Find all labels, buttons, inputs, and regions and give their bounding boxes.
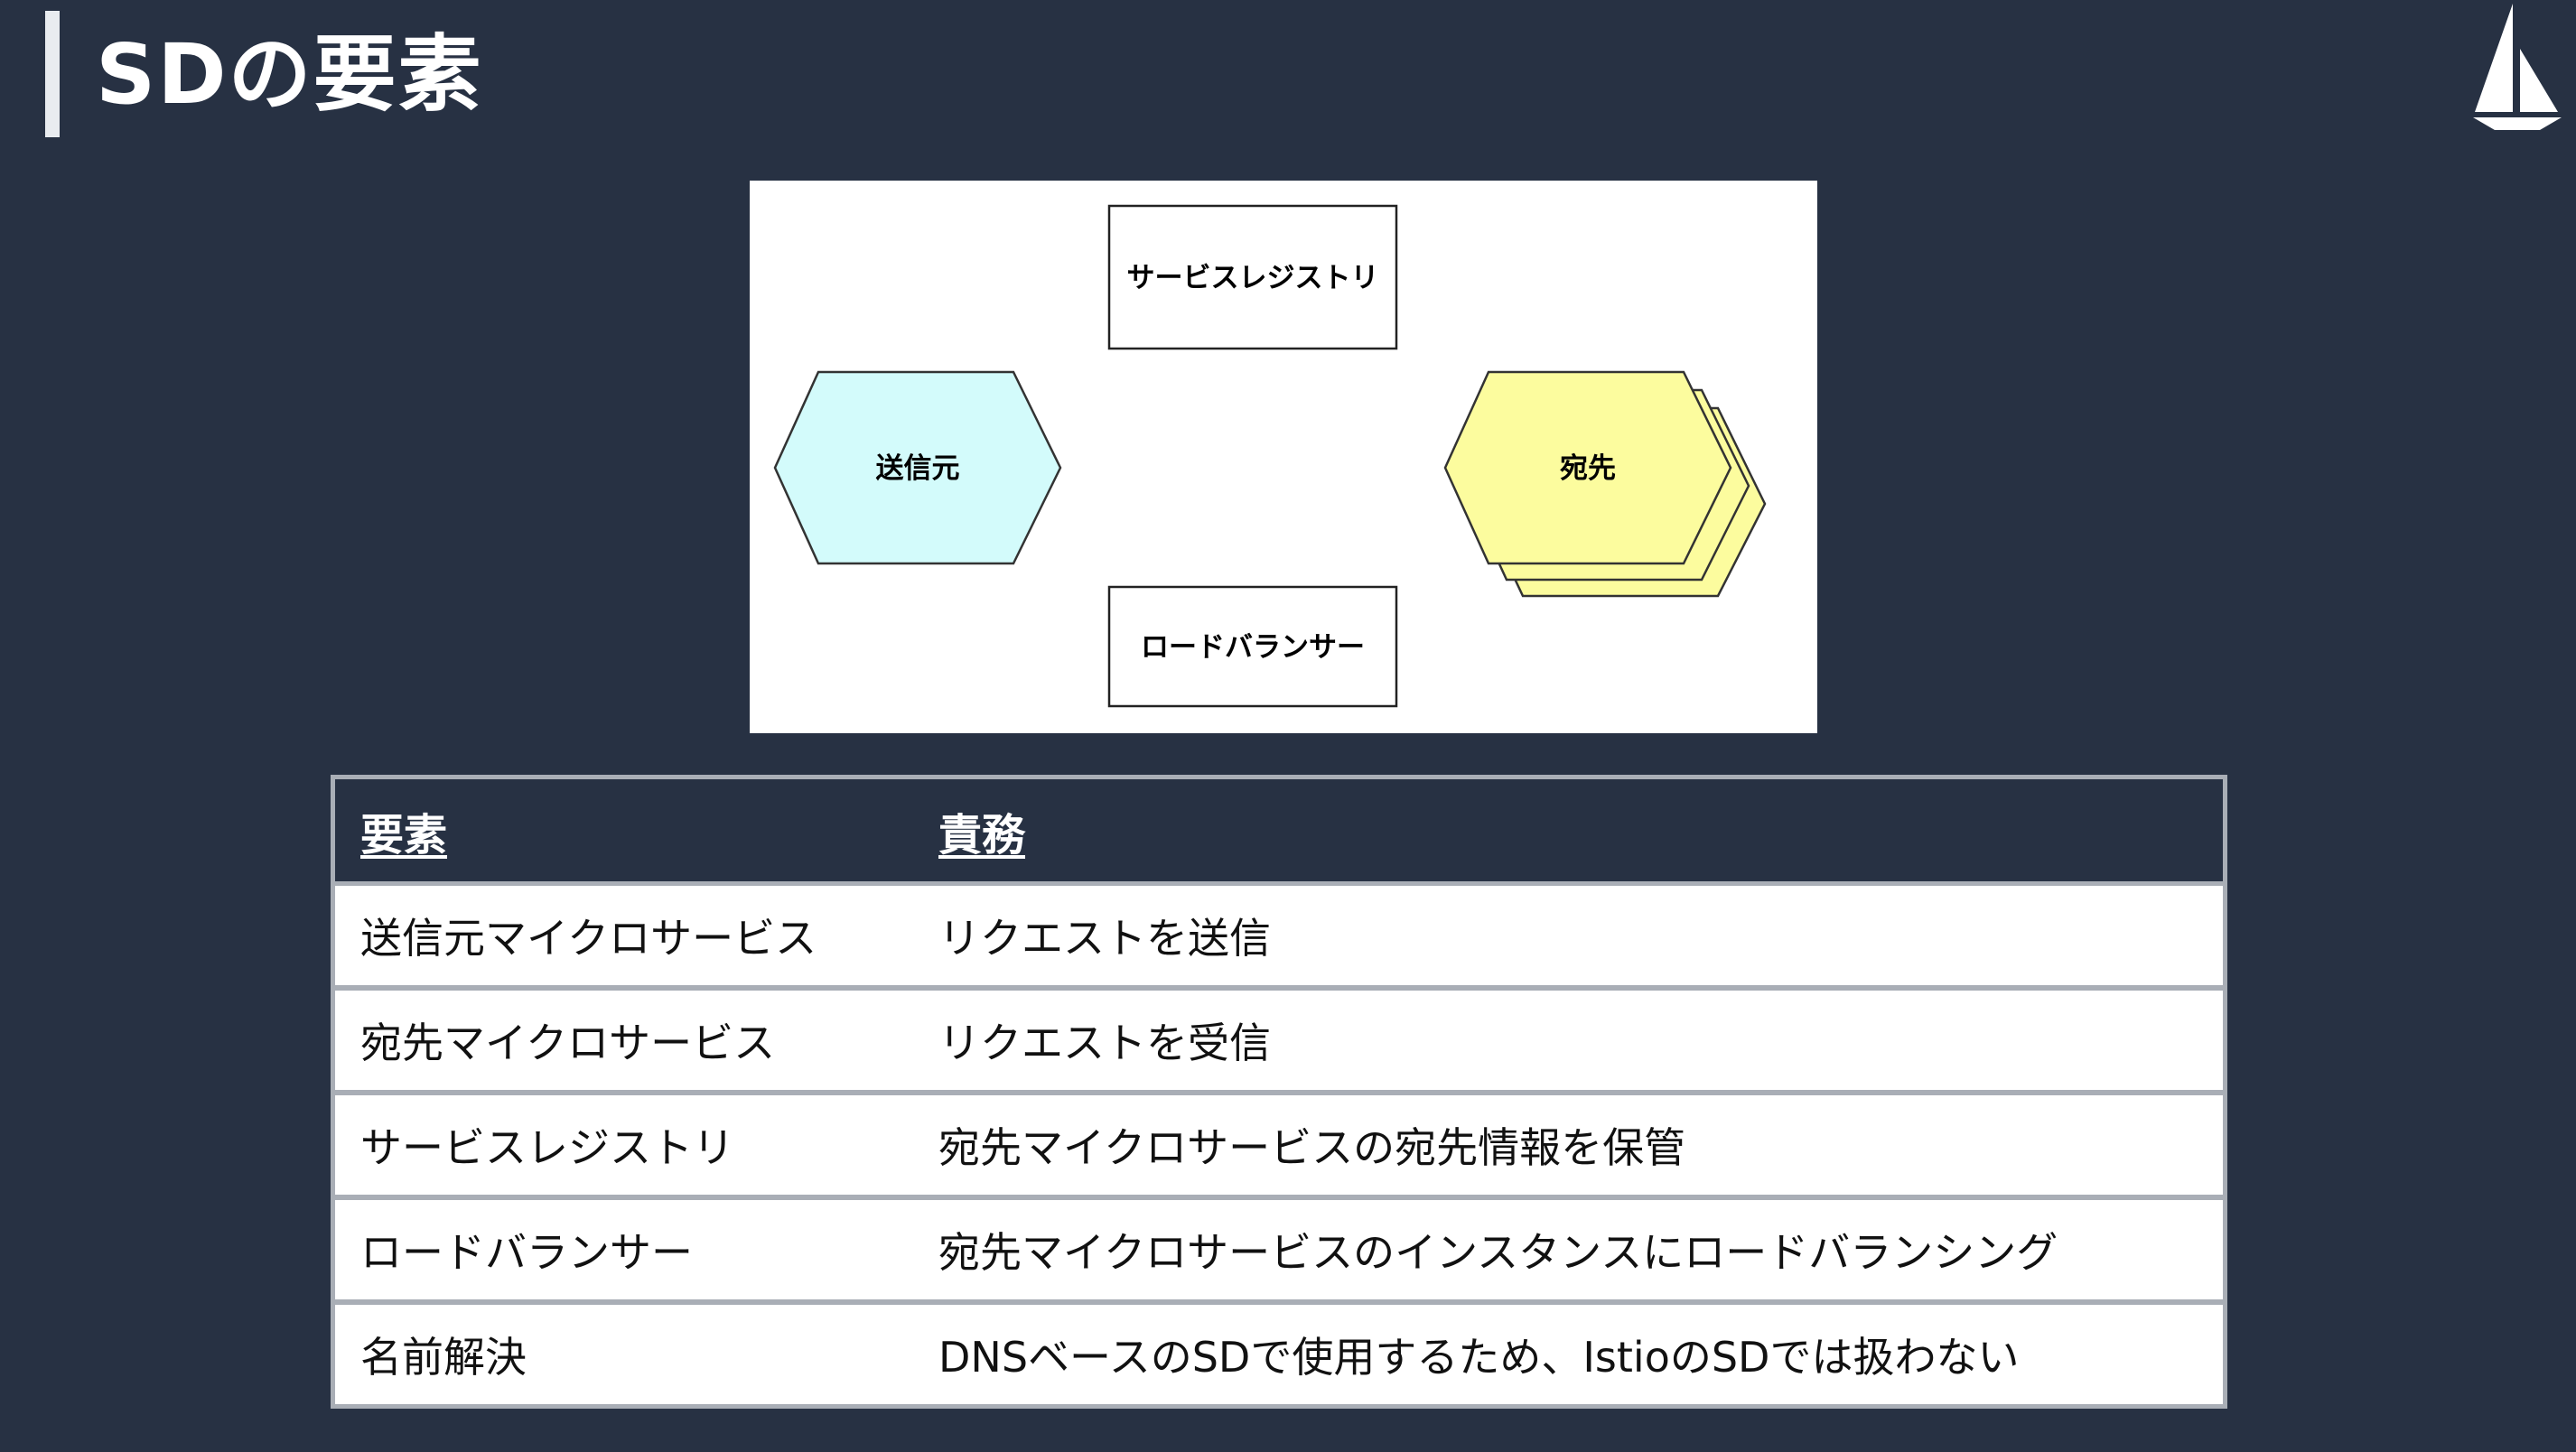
service-discovery-diagram: サービスレジストリ ロードバランサー 送信元 宛先 bbox=[773, 204, 1767, 708]
table-cell-responsibility: 宛先マイクロサービスのインスタンスにロードバランシング bbox=[938, 1228, 2058, 1277]
load-balancer-box bbox=[1107, 585, 1398, 708]
sailboat-icon bbox=[2473, 4, 2562, 130]
table-header-row: 要素 責務 bbox=[335, 779, 2223, 886]
table-cell-responsibility: リクエストを受信 bbox=[938, 1019, 1271, 1067]
table-cell-responsibility: 宛先マイクロサービスの宛先情報を保管 bbox=[938, 1123, 1686, 1172]
service-registry-box bbox=[1107, 204, 1398, 350]
table-cell-element: 名前解決 bbox=[360, 1333, 527, 1382]
destination-label: 宛先 bbox=[1560, 452, 1616, 485]
table-cell-responsibility: DNSベースのSDで使用するため、IstioのSDでは扱わない bbox=[938, 1333, 2020, 1382]
table-row: 宛先マイクロサービス リクエストを受信 bbox=[335, 991, 2223, 1090]
header-element: 要素 bbox=[360, 809, 448, 861]
service-registry-label: サービスレジストリ bbox=[1127, 262, 1379, 294]
destination-hexagon bbox=[1443, 370, 1732, 565]
diagram-panel: サービスレジストリ ロードバランサー 送信元 宛先 bbox=[750, 181, 1817, 733]
table-cell-element: ロードバランサー bbox=[360, 1228, 693, 1277]
table-row: 名前解決 DNSベースのSDで使用するため、IstioのSDでは扱わない bbox=[335, 1305, 2223, 1404]
table-cell-element: 送信元マイクロサービス bbox=[360, 914, 817, 963]
elements-table: 要素 責務 送信元マイクロサービス リクエストを送信 宛先マイクロサービス リク… bbox=[331, 775, 2227, 1409]
load-balancer-label: ロードバランサー bbox=[1141, 631, 1365, 664]
title-accent-bar bbox=[45, 11, 60, 137]
source-hexagon bbox=[773, 370, 1062, 565]
table-cell-element: サービスレジストリ bbox=[360, 1123, 734, 1172]
source-label: 送信元 bbox=[876, 452, 960, 485]
header-responsibility: 責務 bbox=[938, 809, 1026, 861]
table-cell-element: 宛先マイクロサービス bbox=[360, 1019, 776, 1067]
table-row: ロードバランサー 宛先マイクロサービスのインスタンスにロードバランシング bbox=[335, 1200, 2223, 1299]
slide-title: SDの要素 bbox=[96, 26, 483, 123]
table-row: 送信元マイクロサービス リクエストを送信 bbox=[335, 886, 2223, 985]
table-cell-responsibility: リクエストを送信 bbox=[938, 914, 1271, 963]
table-row: サービスレジストリ 宛先マイクロサービスの宛先情報を保管 bbox=[335, 1095, 2223, 1195]
